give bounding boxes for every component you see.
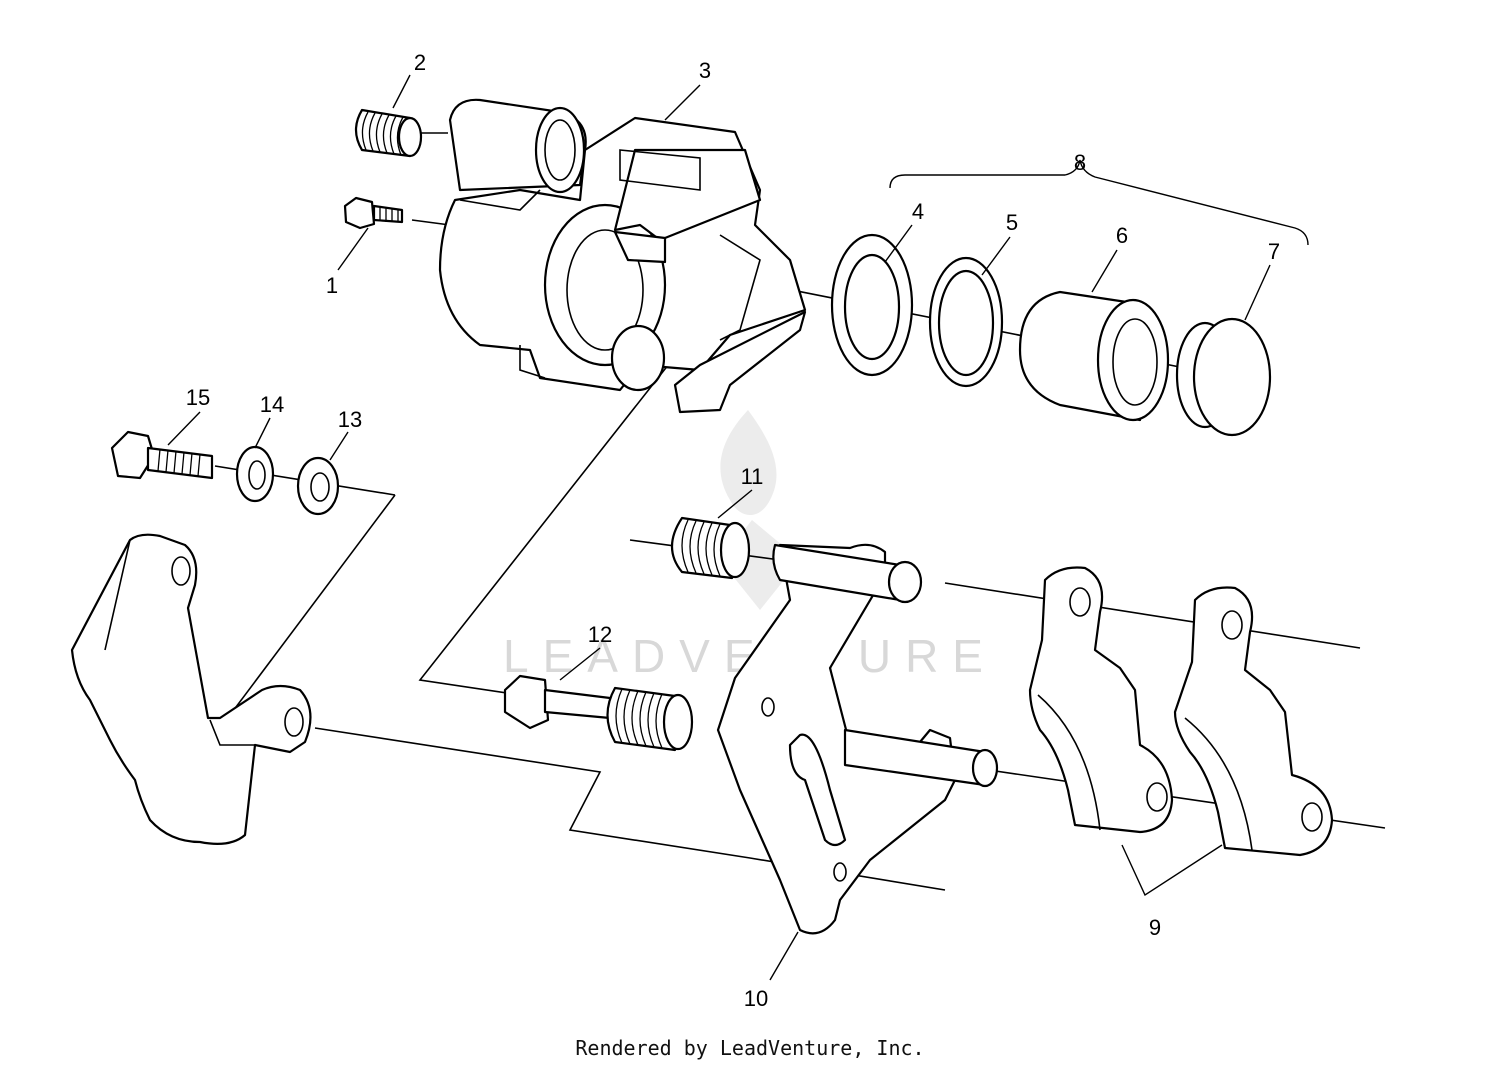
callout-9: 9	[1149, 915, 1161, 940]
callout-2: 2	[414, 50, 426, 75]
leader-lines	[167, 74, 1309, 981]
part-9-pad-a	[1028, 566, 1174, 834]
callout-12: 12	[588, 622, 612, 647]
part-7-boot	[1175, 317, 1272, 437]
callout-15: 15	[186, 385, 210, 410]
callout-5: 5	[1006, 210, 1018, 235]
part-2-plug	[354, 108, 423, 158]
callout-7: 7	[1268, 239, 1280, 264]
footer-credit: Rendered by LeadVenture, Inc.	[575, 1036, 925, 1060]
part-4-seal	[830, 233, 914, 377]
watermark: LEADVENTURE	[503, 410, 983, 682]
callout-1: 1	[326, 273, 338, 298]
callout-8: 8	[1074, 150, 1086, 175]
part-12-pin	[503, 674, 694, 752]
part-5-dust-seal	[928, 256, 1004, 388]
part-1-bleeder-screw	[343, 196, 404, 230]
callout-14: 14	[260, 392, 284, 417]
part-13-washer	[296, 456, 340, 516]
part-10-bracket	[716, 543, 999, 935]
frame-mount	[70, 533, 312, 845]
part-11-sleeve	[670, 516, 751, 580]
part-14-lock-washer	[235, 445, 275, 503]
part-15-bolt	[110, 430, 214, 480]
part-3-caliper-body	[438, 98, 807, 414]
callout-6: 6	[1116, 223, 1128, 248]
callout-4: 4	[912, 199, 924, 224]
callout-3: 3	[699, 58, 711, 83]
callouts: 1 2 3 4 5 6 7 8 9 10 11 12 13 14 15	[186, 50, 1280, 1011]
callout-11: 11	[741, 464, 764, 489]
callout-13: 13	[338, 407, 362, 432]
part-9-pad-b	[1173, 586, 1334, 857]
part-6-piston	[1018, 290, 1170, 422]
callout-10: 10	[744, 986, 768, 1011]
